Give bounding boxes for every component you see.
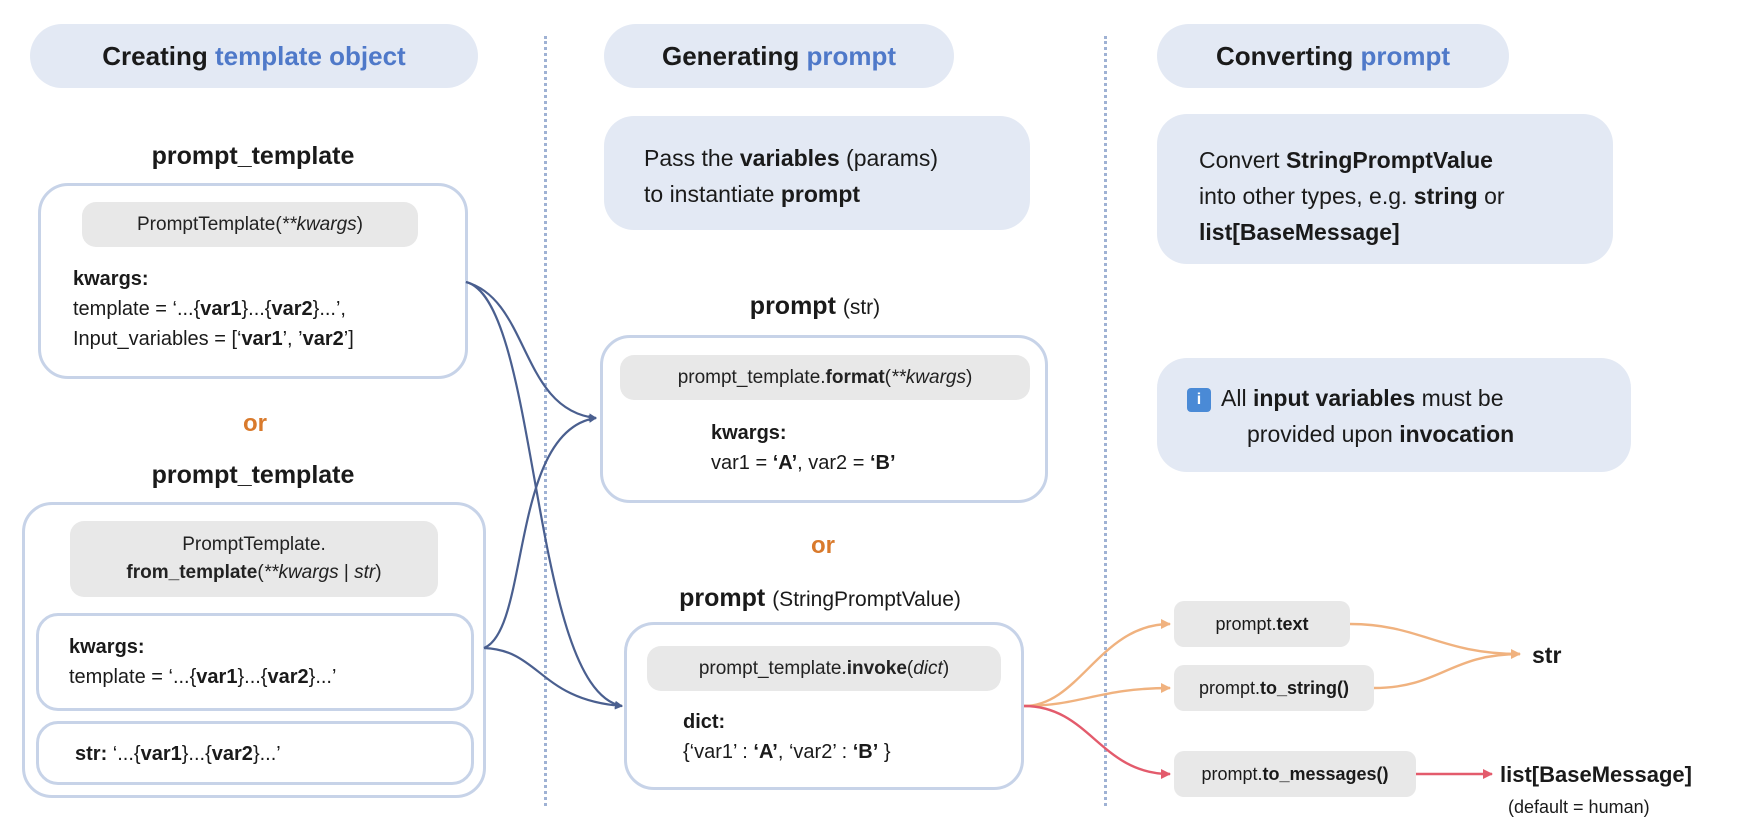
- format-kwargs: kwargs: var1 = ‘A’, var2 = ‘B’: [711, 422, 896, 474]
- wire-box2-to-invoke: [483, 646, 623, 710]
- generating-block2-heading: prompt (StringPromptValue): [679, 584, 961, 612]
- generating-description-note: Pass the variables (params) to instantia…: [604, 116, 1030, 230]
- prompt-template-constructor-chip: PromptTemplate(**kwargs): [82, 202, 418, 247]
- block1-kwargs: kwargs: template = ‘...{var1}...{var2}..…: [73, 268, 354, 350]
- wire-box1-to-format: [465, 280, 597, 422]
- header-generating-prompt: Generating prompt: [604, 24, 954, 88]
- generating-or-label: or: [811, 532, 835, 559]
- wire-invoke-to-text: [1023, 619, 1171, 708]
- prompt-template-box-2: PromptTemplate. from_template(**kwargs |…: [22, 502, 486, 798]
- header-converting-prompt: Converting prompt: [1157, 24, 1509, 88]
- invoke-dict: dict: {‘var1’ : ‘A’, ‘var2’ : ‘B’ }: [683, 711, 891, 763]
- wire-text-to-str: [1349, 622, 1521, 659]
- from-template-str-box: str: ‘...{var1}...{var2}...’: [36, 721, 474, 785]
- creating-or-label: or: [243, 410, 267, 437]
- from-template-kwargs-box: kwargs: template = ‘...{var1}...{var2}..…: [36, 613, 474, 711]
- prompt-to-string-method: prompt.to_string(): [1174, 665, 1374, 711]
- header-creating-template-object: Creating template object: [30, 24, 478, 88]
- invoke-chip: prompt_template.invoke(dict): [647, 646, 1001, 691]
- wire-invoke-to-to-messages: [1023, 704, 1171, 779]
- wire-box2-to-format: [483, 415, 597, 650]
- invoke-box: prompt_template.invoke(dict) dict: {‘var…: [624, 622, 1024, 790]
- format-box: prompt_template.format(**kwargs) kwargs:…: [600, 335, 1048, 503]
- output-list-note: (default = human): [1508, 797, 1650, 817]
- wire-to-string-to-str: [1373, 652, 1521, 690]
- output-str-label: str: [1532, 642, 1562, 668]
- prompt-to-messages-method: prompt.to_messages(): [1174, 751, 1416, 797]
- wire-invoke-to-to-string: [1023, 683, 1171, 708]
- creating-block2-heading: prompt_template: [151, 461, 355, 489]
- format-chip: prompt_template.format(**kwargs): [620, 355, 1030, 400]
- column-divider-1: [544, 36, 547, 806]
- prompt-text-method: prompt.text: [1174, 601, 1350, 647]
- creating-block1-heading: prompt_template: [151, 142, 355, 170]
- generating-block1-heading: prompt (str): [749, 292, 881, 320]
- prompt-template-box-1: PromptTemplate(**kwargs) kwargs: templat…: [38, 183, 468, 379]
- info-icon: i: [1187, 388, 1211, 412]
- converting-description-note: Convert StringPromptValue into other typ…: [1157, 114, 1613, 264]
- output-list-label: list[BaseMessage]: [1500, 762, 1692, 787]
- column-divider-2: [1104, 36, 1107, 806]
- wire-box1-to-invoke: [465, 280, 623, 709]
- from-template-chip: PromptTemplate. from_template(**kwargs |…: [70, 521, 438, 597]
